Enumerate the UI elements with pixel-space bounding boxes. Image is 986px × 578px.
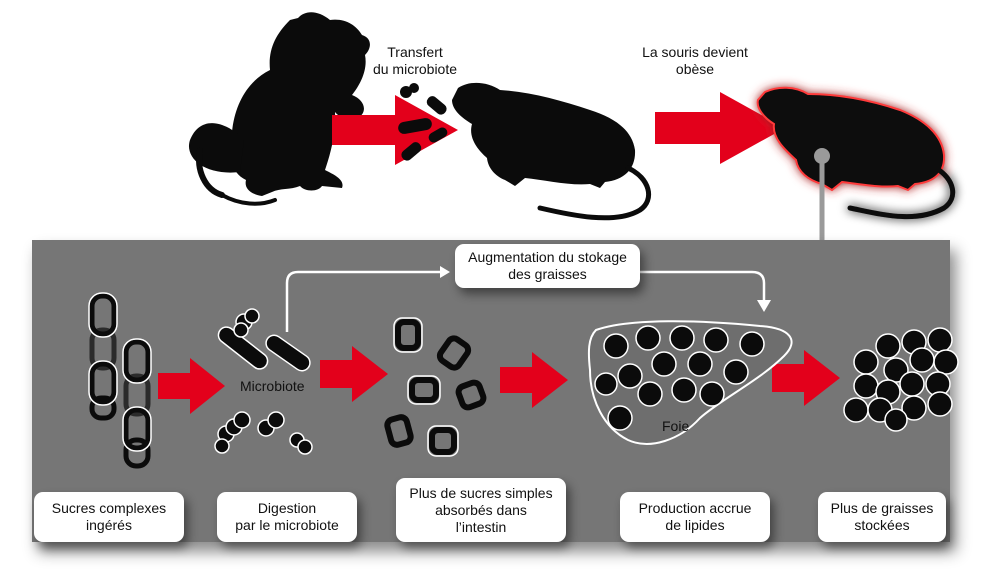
step-lipid-production: Production accrue de lipides [620,492,770,542]
transfer-caption: Transfert du microbiote [372,44,458,77]
obesity-arrow [655,92,785,164]
step-simple-sugars-absorbed: Plus de sucres simples absorbés dans l’i… [396,478,566,542]
stored-fat-icon [843,327,959,432]
storage-route-arrow [285,270,766,332]
liver-label: Foie [662,418,690,434]
obese-caption: La souris devient obèse [642,44,748,77]
connector-pin [814,148,830,164]
step-fat-stored: Plus de graisses stockées [818,492,946,542]
liver-fat-droplets [594,325,765,431]
simple-sugars-icon [384,319,487,455]
obese-mouse-silhouette [756,86,956,220]
microbe-particles [398,83,448,161]
donor-mouse-silhouette [188,12,370,206]
step-complex-sugars: Sucres complexes ingérés [34,492,184,542]
step-microbiota-digestion: Digestion par le microbiote [217,492,357,542]
storage-increase-label: Augmentation du stokage des graisses [455,244,640,288]
transfer-arrow [332,95,458,165]
recipient-mouse-silhouette [452,82,651,221]
complex-sugar-chain-icon [89,293,151,469]
process-arrows [158,346,840,414]
microbiota-icon [214,308,313,455]
microbiote-label: Microbiote [240,378,305,394]
